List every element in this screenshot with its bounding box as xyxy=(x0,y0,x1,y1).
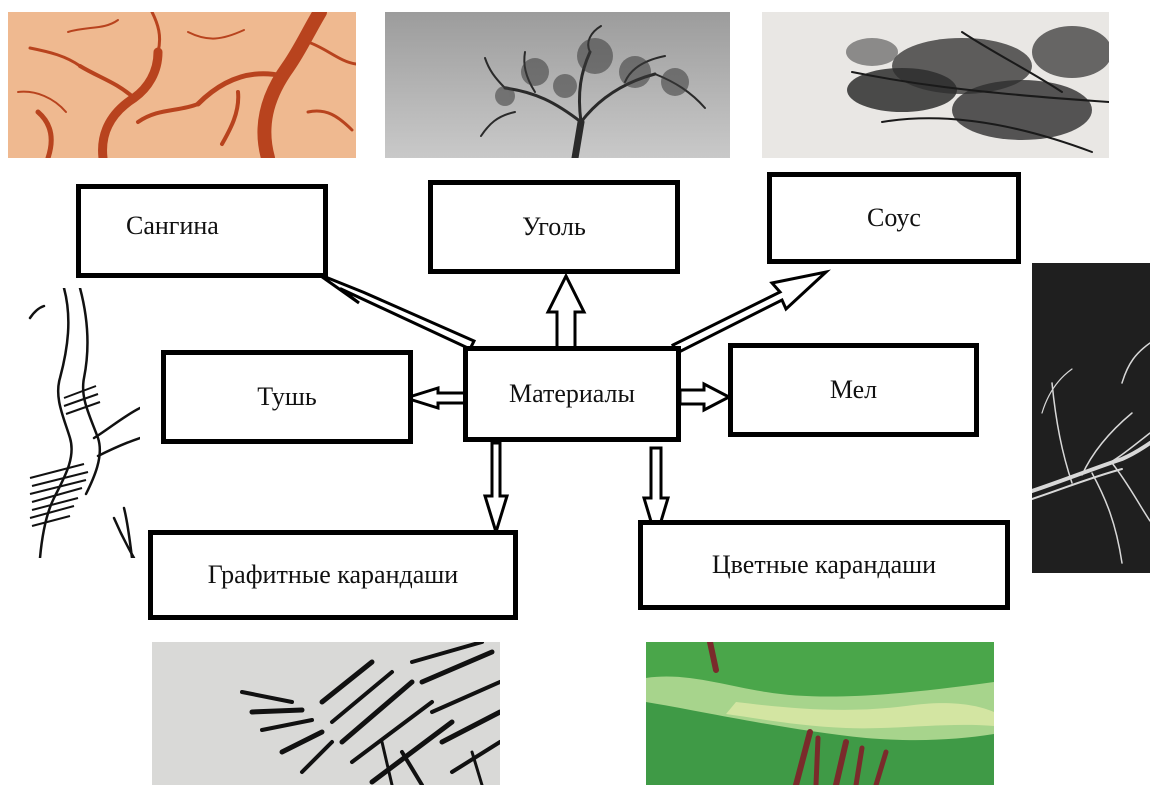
arrow-to-tush xyxy=(400,385,467,411)
arrow-to-graphite xyxy=(482,441,510,538)
arrow-to-ugol xyxy=(545,272,587,350)
node-tush-label: Тушь xyxy=(257,382,317,411)
node-ugol-label: Уголь xyxy=(522,212,586,241)
node-center-label: Материалы xyxy=(508,379,635,408)
node-sangina-label: Сангина xyxy=(126,211,219,240)
ugol-sample-image xyxy=(385,12,730,158)
mel-sample-image xyxy=(1032,263,1150,573)
sangina-sample-image xyxy=(8,12,356,158)
node-sous-label: Соус xyxy=(867,203,921,232)
node-tush: Тушь xyxy=(161,350,413,444)
node-graphite-label: Графитные карандаши xyxy=(207,560,459,589)
node-colored-label: Цветные карандаши xyxy=(711,550,937,579)
node-sangina: Сангина xyxy=(76,184,328,278)
node-mel-label: Мел xyxy=(829,375,878,404)
tush-sample-image xyxy=(24,288,140,558)
graphite-sample-image xyxy=(152,642,500,785)
node-center-materials: Материалы xyxy=(463,346,681,442)
colored-sample-image xyxy=(646,642,994,785)
arrow-to-sangina xyxy=(317,272,477,351)
arrow-to-sous xyxy=(670,269,831,356)
node-mel: Мел xyxy=(728,343,979,437)
node-ugol: Уголь xyxy=(428,180,680,274)
node-graphite: Графитные карандаши xyxy=(148,530,518,620)
node-colored: Цветные карандаши xyxy=(638,520,1010,610)
sous-sample-image xyxy=(762,12,1109,158)
arrow-to-mel xyxy=(678,381,733,413)
node-sous: Соус xyxy=(767,172,1021,264)
